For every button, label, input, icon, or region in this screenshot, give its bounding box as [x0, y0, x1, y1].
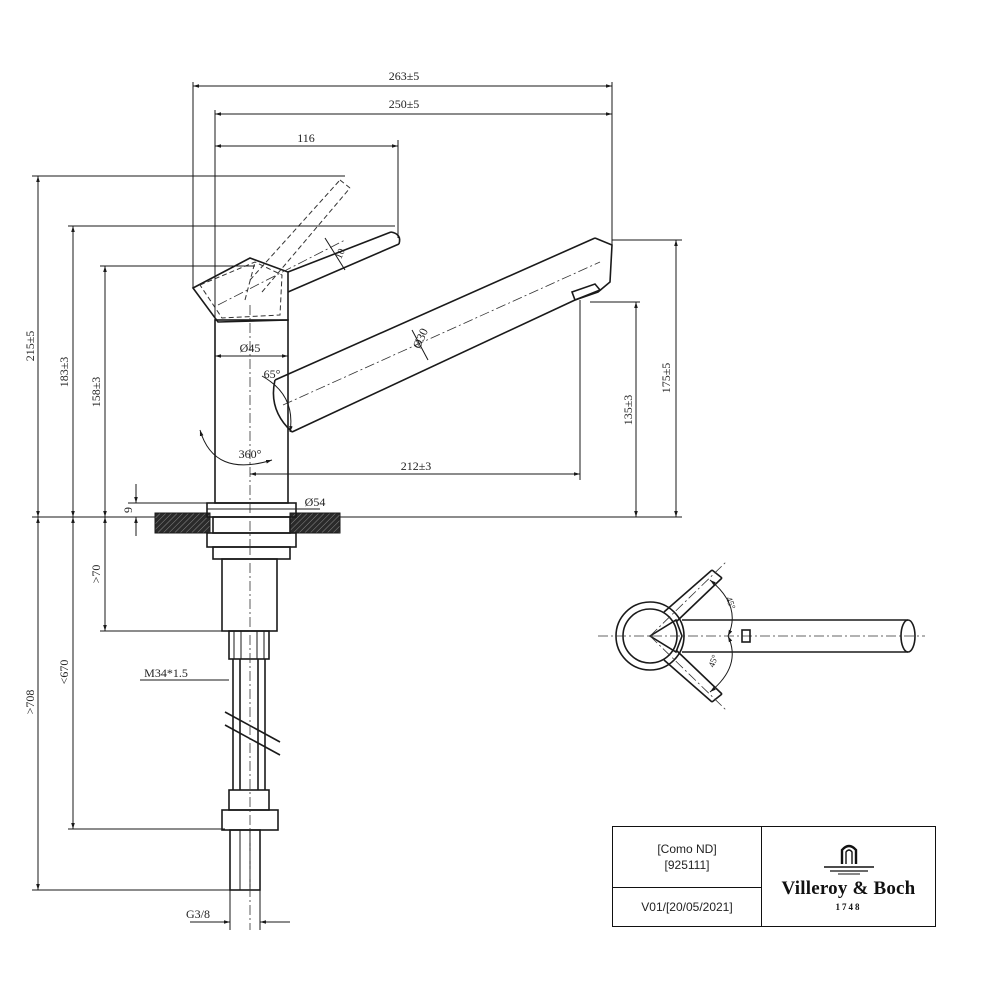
- dim-70: >70: [89, 565, 103, 584]
- dim-212: 212±3: [401, 459, 432, 473]
- dim-183: 183±3: [57, 357, 71, 388]
- brand-name: Villeroy & Boch: [781, 877, 916, 899]
- dimension-labels: 263±5 250±5 116 215±5 183±3 158±3 Ø45 Ø3…: [23, 69, 738, 921]
- product-code: [925111]: [664, 858, 710, 872]
- angle-45-bottom: 45°: [706, 653, 720, 669]
- product-info: [Como ND] [925111]: [613, 827, 762, 888]
- dim-9: 9: [121, 507, 135, 513]
- faucet-body: [206, 305, 297, 545]
- dim-30: Ø30: [410, 326, 431, 351]
- counter-top: [32, 512, 682, 534]
- dim-708: >708: [23, 690, 37, 715]
- dim-116: 116: [297, 131, 315, 145]
- mounting-assembly: [206, 532, 297, 930]
- dim-10: 10: [334, 247, 348, 261]
- spout: [272, 237, 613, 433]
- dim-158: 158±3: [89, 377, 103, 408]
- dim-175: 175±5: [659, 363, 673, 394]
- dim-45: Ø45: [240, 341, 261, 355]
- dim-360deg: 360°: [239, 447, 262, 461]
- lever-handle: [191, 179, 401, 323]
- brand-logo: Villeroy & Boch 1748: [762, 827, 935, 926]
- dim-263: 263±5: [389, 69, 420, 83]
- dim-65deg: 65°: [264, 367, 281, 381]
- product-name: [Como ND]: [657, 842, 717, 856]
- version-info: V01/[20/05/2021]: [613, 888, 762, 926]
- title-block: [Como ND] [925111] Villeroy & Boch 1748 …: [612, 826, 936, 927]
- dim-670: <670: [57, 660, 71, 685]
- brand-year: 1748: [835, 901, 862, 912]
- brand-emblem-icon: [823, 844, 874, 874]
- dimension-lines: [32, 82, 682, 930]
- angle-45-top: 45°: [724, 595, 738, 611]
- top-view: [598, 561, 925, 711]
- dim-135: 135±3: [621, 395, 635, 426]
- g38-label: G3/8: [186, 907, 210, 921]
- dim-54: Ø54: [305, 495, 326, 509]
- version-date: V01/[20/05/2021]: [641, 900, 733, 914]
- thread-label: M34*1.5: [144, 666, 188, 680]
- dim-250: 250±5: [389, 97, 420, 111]
- dim-215: 215±5: [23, 331, 37, 362]
